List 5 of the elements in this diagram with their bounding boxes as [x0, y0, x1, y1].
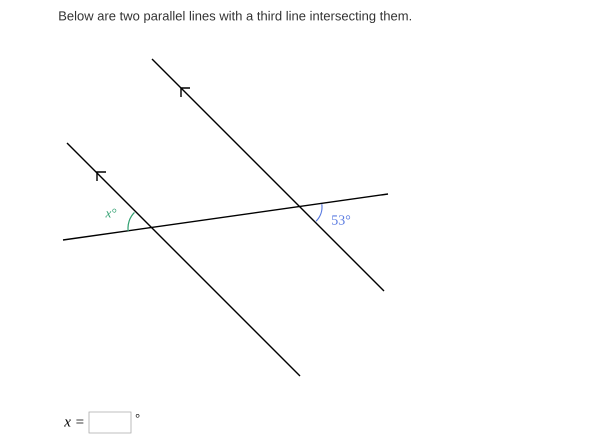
angle-label: 53° [332, 215, 350, 225]
degree-sign: ° [136, 414, 140, 418]
angle-label: x° [105, 208, 116, 218]
equation-text: x = [64, 420, 84, 426]
question-text: Below are two parallel lines with a third line intersecting them. [59, 10, 411, 24]
